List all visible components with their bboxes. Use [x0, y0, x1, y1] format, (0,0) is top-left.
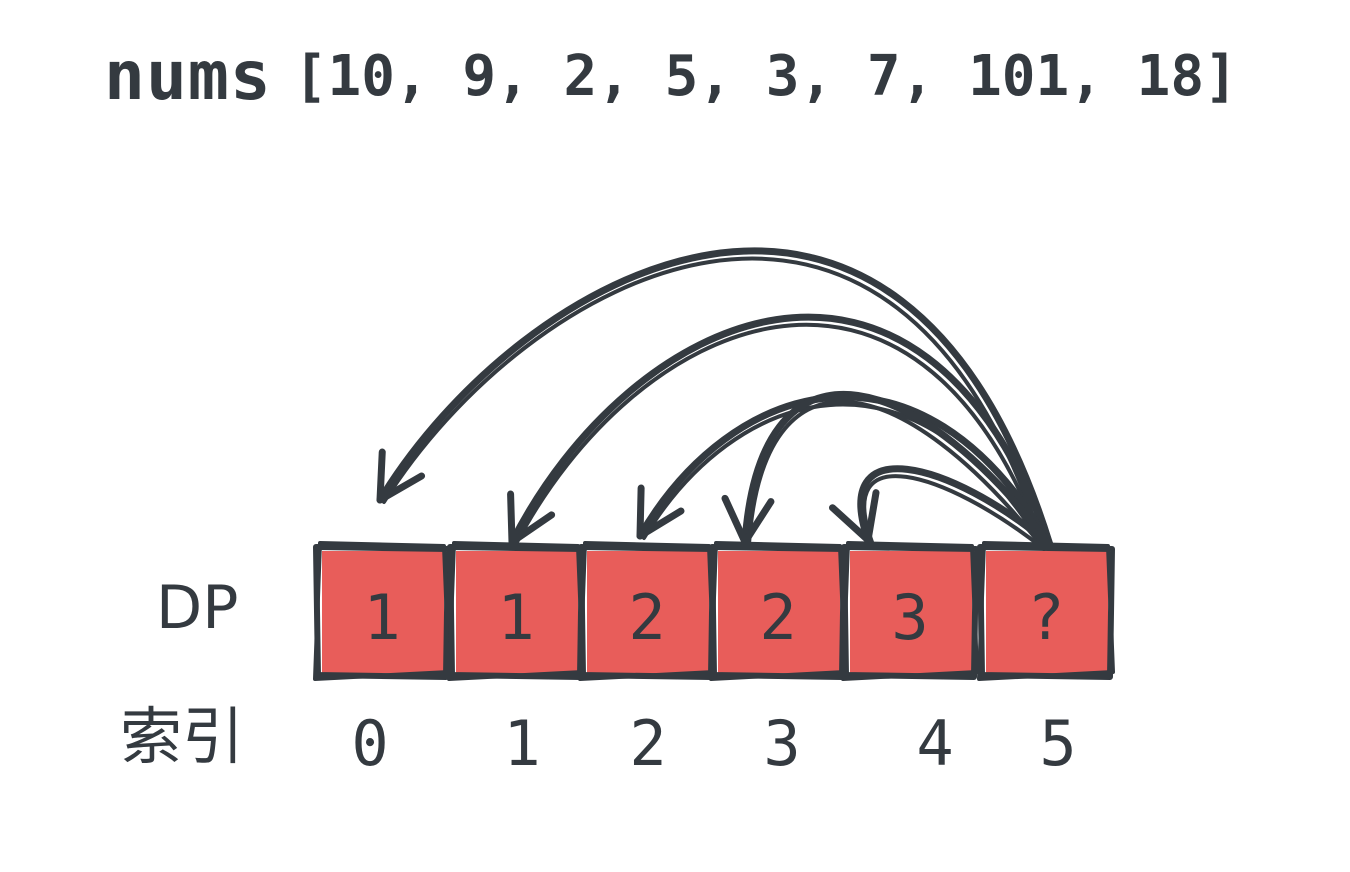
dp-cell-value: ?	[1027, 581, 1064, 654]
arrow-head	[507, 490, 556, 546]
dp-cell-border-sketch	[841, 541, 979, 681]
dp-arrow	[376, 247, 1054, 551]
index-row-label: 索引	[120, 700, 245, 773]
dp-cell-value: 1	[363, 581, 400, 654]
dp-cell: 3	[841, 541, 979, 681]
dp-cell-fill	[587, 551, 709, 673]
index-value: 1	[503, 707, 540, 780]
dp-cell-fill	[986, 551, 1108, 673]
index-value: 5	[1039, 707, 1076, 780]
dp-cell-fill	[322, 551, 444, 673]
nums-label: nums	[104, 36, 272, 116]
arrow-curve-sketch	[862, 474, 1046, 551]
arrow-head	[828, 489, 880, 544]
arrow-curve-sketch	[514, 322, 1046, 551]
nums-array: [10, 9, 2, 5, 3, 7, 101, 18]	[293, 43, 1238, 109]
arrows-layer	[376, 247, 1054, 551]
index-value: 3	[763, 707, 800, 780]
dp-arrow	[507, 313, 1054, 551]
dp-cell: 1	[313, 541, 451, 681]
dp-cell-fill	[850, 551, 972, 673]
dp-row-label: DP	[156, 573, 239, 643]
arrow-head	[636, 484, 685, 540]
dp-cell-fill	[456, 551, 578, 673]
dp-arrow	[828, 465, 1054, 551]
dp-cell: 2	[578, 541, 716, 681]
index-value: 0	[351, 707, 388, 780]
dp-cell-value: 1	[497, 581, 534, 654]
dp-cell-fill	[718, 551, 840, 673]
arrow-curve	[741, 390, 1054, 549]
dp-cell-value: 2	[628, 581, 665, 654]
dp-cell-border-sketch	[977, 541, 1115, 681]
arrow-curve	[857, 465, 1054, 549]
index-value: 4	[916, 707, 953, 780]
dp-cells: 1 1 2 2 3?	[313, 541, 1115, 681]
index-value: 2	[629, 707, 666, 780]
arrow-curve	[376, 247, 1054, 549]
index-labels: 0 1 2 3 4 5	[351, 707, 1076, 780]
dp-cell: 2	[709, 541, 847, 681]
arrow-curve	[508, 313, 1054, 549]
dp-cell-value: 2	[759, 581, 796, 654]
arrow-curve-sketch	[382, 256, 1046, 551]
nums-title: nums [10, 9, 2, 5, 3, 7, 101, 18]	[104, 36, 1238, 116]
arrow-head	[376, 448, 426, 504]
arrow-curve-sketch	[747, 399, 1046, 551]
dp-cell-value: 3	[891, 581, 928, 654]
dp-cell: 1	[447, 541, 585, 681]
dp-cell: ?	[977, 541, 1115, 681]
